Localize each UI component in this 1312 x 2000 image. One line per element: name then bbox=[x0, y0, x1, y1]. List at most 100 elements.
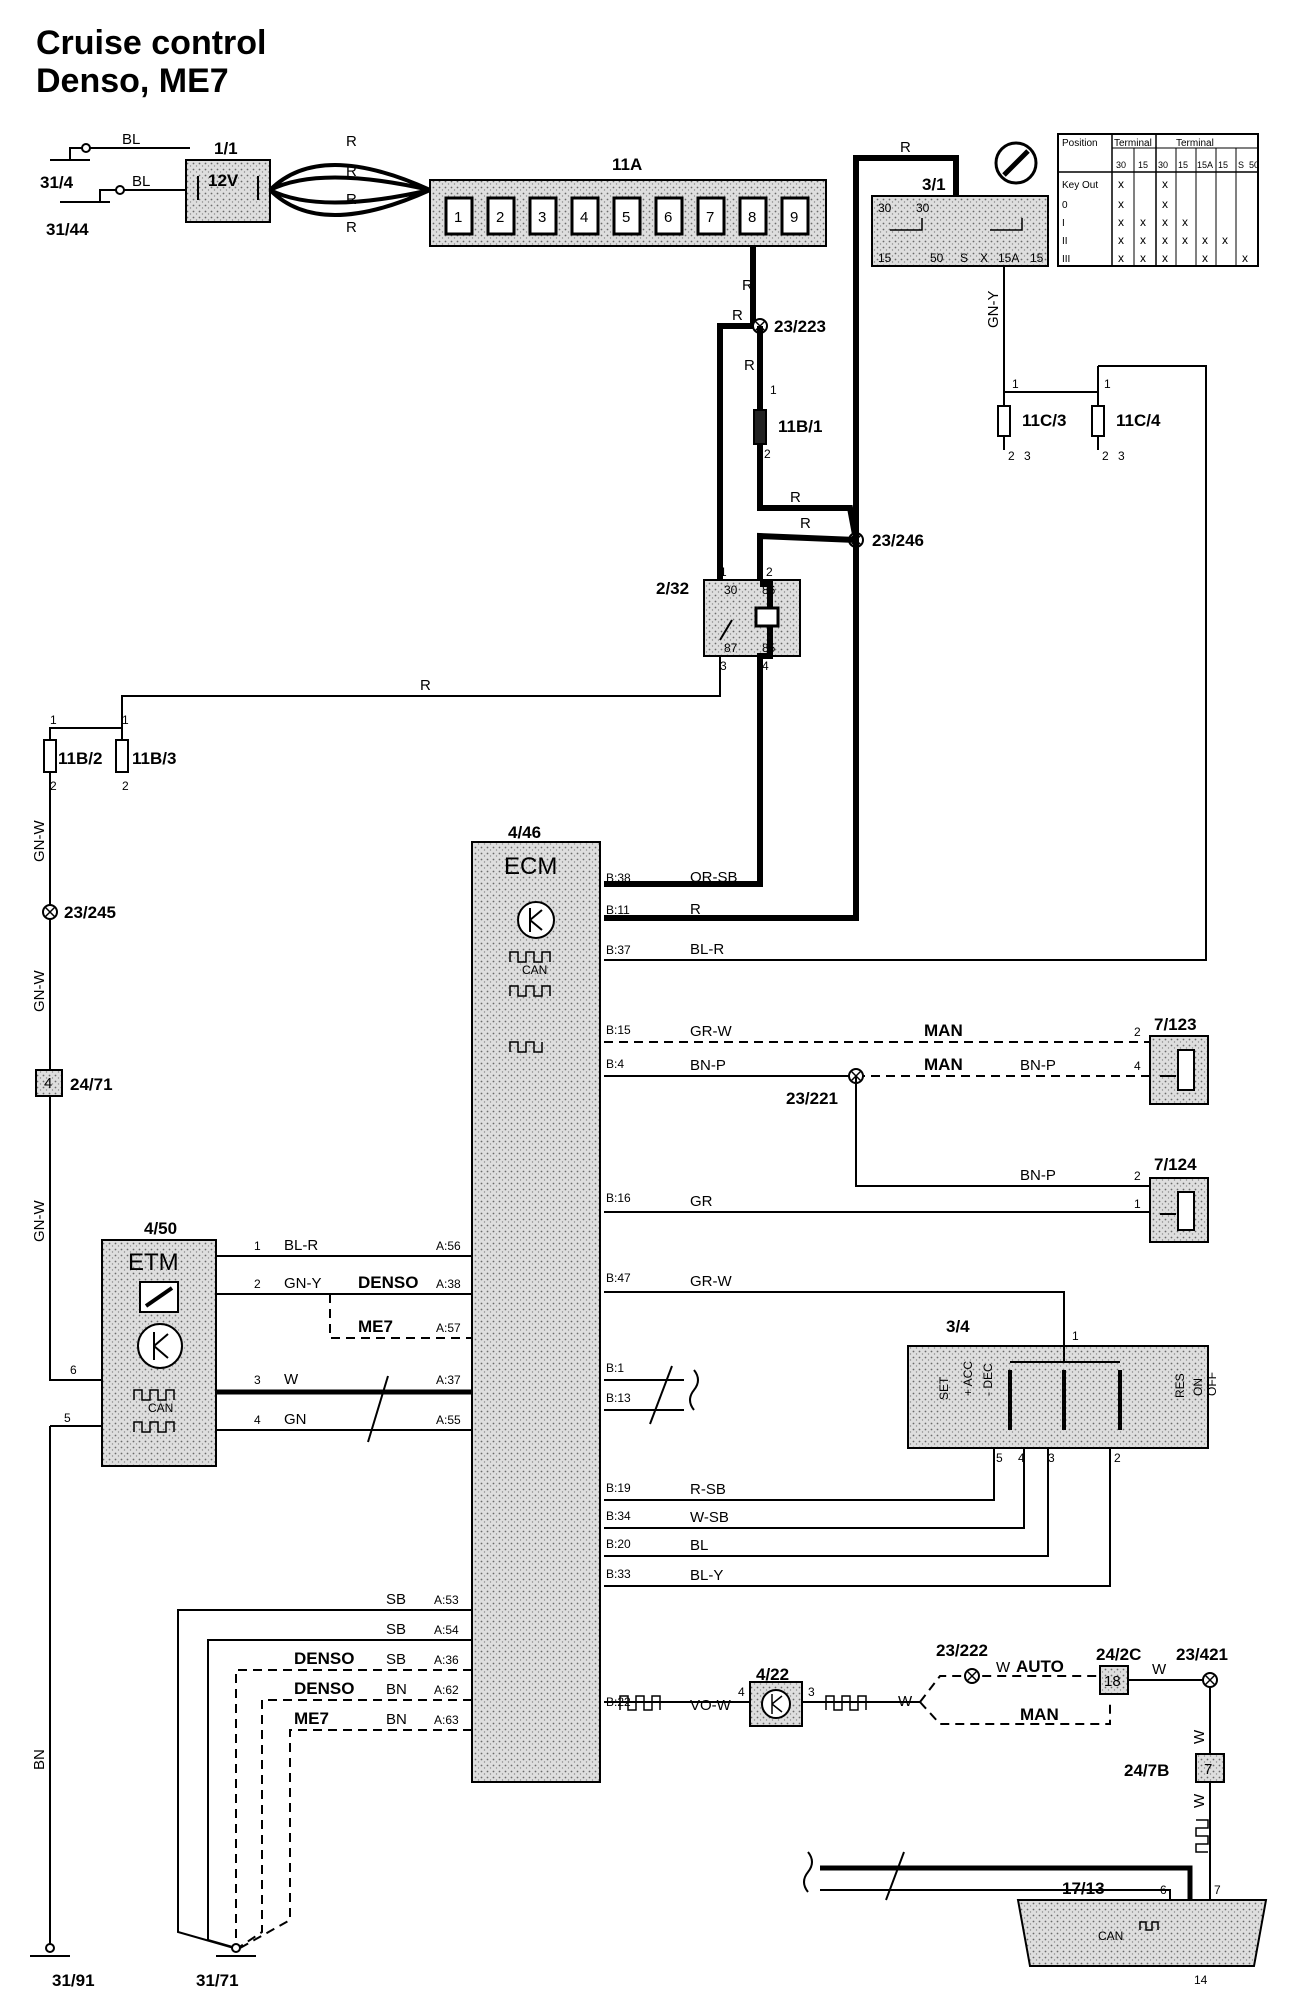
etm-name: ETM bbox=[128, 1249, 179, 1276]
svg-text:7/124: 7/124 bbox=[1154, 1155, 1197, 1174]
svg-text:4/50: 4/50 bbox=[144, 1219, 177, 1238]
wire-label-w-1: W bbox=[284, 1371, 299, 1388]
wire-label-gr: GR bbox=[690, 1193, 713, 1210]
svg-text:5: 5 bbox=[996, 1451, 1003, 1465]
svg-text:x: x bbox=[1182, 233, 1188, 247]
wire-label-bnp-3: BN-P bbox=[1020, 1167, 1056, 1184]
svg-text:11B/3: 11B/3 bbox=[132, 749, 176, 768]
wire-label-r-8: R bbox=[790, 489, 801, 506]
svg-text:x: x bbox=[1140, 215, 1146, 229]
svg-text:7/123: 7/123 bbox=[1154, 1015, 1197, 1034]
svg-text:18: 18 bbox=[1104, 1673, 1121, 1690]
svg-text:x: x bbox=[1162, 177, 1168, 191]
table-row-0: 0 bbox=[1062, 200, 1068, 211]
pulse-icon-1 bbox=[619, 1695, 661, 1711]
table-col-50: 50 bbox=[1249, 160, 1259, 170]
svg-text:x: x bbox=[1202, 251, 1208, 265]
svg-text:4: 4 bbox=[44, 1075, 52, 1092]
svg-text:6: 6 bbox=[70, 1363, 77, 1377]
svg-text:B:15: B:15 bbox=[606, 1023, 631, 1037]
svg-text:5: 5 bbox=[64, 1411, 71, 1425]
wire-label-r-12: R bbox=[690, 901, 701, 918]
svg-text:B:38: B:38 bbox=[606, 871, 631, 885]
svg-text:7: 7 bbox=[1204, 1761, 1212, 1778]
svg-text:x: x bbox=[1118, 215, 1124, 229]
svg-text:A:38: A:38 bbox=[436, 1277, 461, 1291]
svg-text:4: 4 bbox=[1134, 1059, 1141, 1073]
svg-text:2: 2 bbox=[50, 779, 57, 793]
wire-label-r-4: R bbox=[346, 219, 357, 236]
wire-label-w-6: W bbox=[1191, 1793, 1208, 1808]
svg-text:x: x bbox=[1182, 215, 1188, 229]
variant-denso-2: DENSO bbox=[294, 1649, 354, 1668]
svg-text:A:53: A:53 bbox=[434, 1593, 459, 1607]
table-row-iii: III bbox=[1062, 254, 1070, 265]
svg-text:x: x bbox=[1162, 233, 1168, 247]
svg-text:B:47: B:47 bbox=[606, 1271, 631, 1285]
battery-voltage: 12V bbox=[208, 171, 239, 190]
wire-label-gny-2: GN-Y bbox=[284, 1275, 322, 1292]
fuse-slot-2: 2 bbox=[496, 209, 504, 226]
svg-text:B:11: B:11 bbox=[606, 903, 630, 917]
ign-pin-50: 50 bbox=[930, 251, 944, 265]
svg-text:x: x bbox=[1118, 197, 1124, 211]
wire-label-w-5: W bbox=[1191, 1729, 1208, 1744]
etm-throttle-icon bbox=[139, 1281, 179, 1313]
splice-23-221: 23/221 bbox=[786, 1068, 864, 1108]
svg-text:A:62: A:62 bbox=[434, 1683, 459, 1697]
splice-23-245: 23/245 bbox=[42, 903, 116, 922]
svg-text:23/222: 23/222 bbox=[936, 1641, 988, 1660]
table-col-15c: 15 bbox=[1218, 160, 1228, 170]
fuse-11c3-pin-1: 1 bbox=[1012, 377, 1019, 391]
svg-text:4: 4 bbox=[1018, 1451, 1025, 1465]
fusebox-id: 11A bbox=[612, 155, 642, 174]
connector-24-71: 4 24/71 bbox=[35, 1069, 113, 1097]
pulse-icon-3 bbox=[1195, 1819, 1209, 1853]
svg-text:14: 14 bbox=[1194, 1973, 1208, 1987]
svg-text:ON: ON bbox=[1191, 1378, 1205, 1396]
svg-text:A:54: A:54 bbox=[434, 1623, 459, 1637]
svg-text:B:33: B:33 bbox=[606, 1567, 631, 1581]
variant-denso-1: DENSO bbox=[358, 1273, 418, 1292]
fuse-11b1-pin-1: 1 bbox=[770, 383, 777, 397]
svg-text:11B/1: 11B/1 bbox=[778, 417, 822, 436]
diag-connector-17-13: 17/13 CAN bbox=[1016, 1879, 1268, 1967]
svg-text:23/245: 23/245 bbox=[64, 903, 116, 922]
wire-label-bnp-1: BN-P bbox=[690, 1057, 726, 1074]
ign-pin-30-b: 30 bbox=[916, 201, 930, 215]
wire-label-vow: VO-W bbox=[690, 1697, 732, 1714]
wire-label-bl-2: BL bbox=[132, 173, 150, 190]
wire-label-gn: GN bbox=[284, 1411, 307, 1428]
svg-text:B:13: B:13 bbox=[606, 1391, 631, 1405]
svg-text:1: 1 bbox=[1134, 1197, 1141, 1211]
wire-label-gnw-2: GN-W bbox=[31, 970, 48, 1012]
fuse-slot-3: 3 bbox=[538, 209, 546, 226]
wire-label-blr-2: BL-R bbox=[284, 1237, 318, 1254]
svg-text:23/246: 23/246 bbox=[872, 531, 924, 550]
variant-man-2: MAN bbox=[924, 1055, 963, 1074]
svg-text:4: 4 bbox=[738, 1685, 745, 1699]
table-col-15b: 15 bbox=[1178, 160, 1188, 170]
fuse-11c-4: 11C/4 bbox=[1091, 405, 1161, 437]
ign-pin-15: 15 bbox=[878, 251, 892, 265]
wire-label-r-10: R bbox=[900, 139, 911, 156]
ecm-name: ECM bbox=[504, 853, 557, 880]
svg-text:3: 3 bbox=[1024, 449, 1031, 463]
svg-text:+ ACC: + ACC bbox=[961, 1361, 975, 1396]
svg-text:87: 87 bbox=[724, 641, 738, 655]
svg-text:A:36: A:36 bbox=[434, 1653, 459, 1667]
svg-text:x: x bbox=[1202, 233, 1208, 247]
fuse-11c-3: 11C/3 bbox=[997, 405, 1066, 437]
wire-label-w-4: W bbox=[1152, 1661, 1167, 1678]
fuse-11b-2: 11B/2 bbox=[43, 739, 102, 773]
table-header-terminal-1: Terminal bbox=[1114, 138, 1152, 149]
wire-label-r-5: R bbox=[742, 277, 753, 294]
svg-text:4/22: 4/22 bbox=[756, 1665, 789, 1684]
svg-text:2: 2 bbox=[1114, 1451, 1121, 1465]
ignition-key-icon bbox=[994, 141, 1038, 185]
ignition-switch-3-1: 3/1 30 30 15 50 S X 15A 15 bbox=[871, 175, 1049, 267]
svg-text:3: 3 bbox=[808, 1685, 815, 1699]
svg-text:SET: SET bbox=[937, 1376, 951, 1400]
fuse-11b-3: 11B/3 bbox=[115, 739, 176, 773]
svg-text:1: 1 bbox=[122, 713, 129, 727]
